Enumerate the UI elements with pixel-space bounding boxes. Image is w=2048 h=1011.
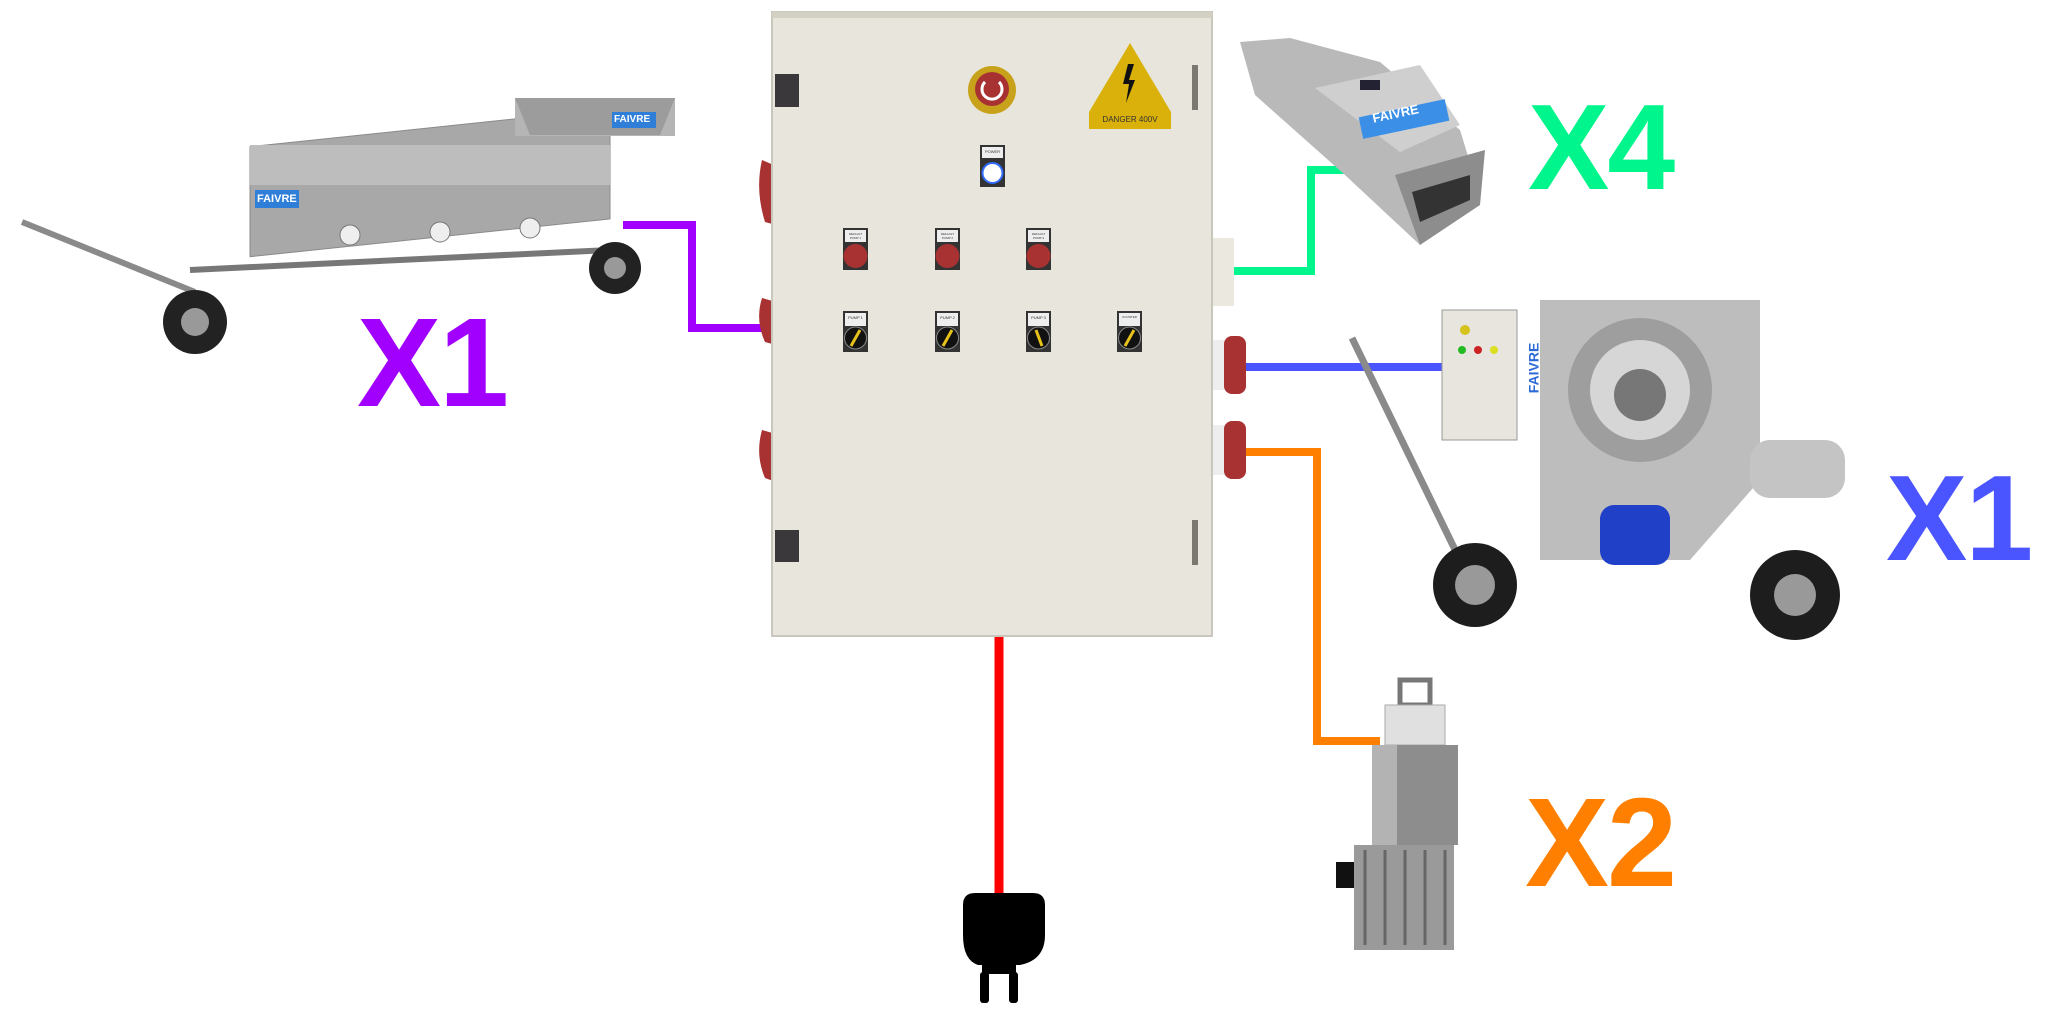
- power-label: POWER: [984, 149, 1001, 154]
- emergency-stop-button[interactable]: [968, 66, 1016, 114]
- selector-switch-counter[interactable]: [1117, 311, 1142, 352]
- selector-label-counter: COUNTER: [1122, 315, 1137, 319]
- selector-label-1: PUMP 1: [848, 315, 863, 320]
- hopper-image: [1240, 38, 1485, 245]
- hopper-quantity-label: X4: [1528, 79, 1675, 215]
- hinge: [775, 530, 799, 562]
- door-handle: [1192, 65, 1198, 110]
- selector-switch-2[interactable]: [935, 311, 960, 352]
- selector-label-2: PUMP 2: [940, 315, 955, 320]
- hinge: [775, 74, 799, 107]
- trailer-mixer-image: [20, 98, 675, 354]
- power-plug-icon: [963, 893, 1045, 1003]
- power-indicator: [980, 145, 1005, 187]
- warning-label: DANGER 400V: [1102, 115, 1158, 124]
- brand-logo: FAIVRE: [614, 114, 651, 125]
- trailer-cable: [623, 221, 770, 332]
- hopper-cable: [1232, 166, 1345, 275]
- brand-logo: FAIVRE: [1525, 342, 1542, 394]
- fault-label-1: DEFAULT PUMP 1: [848, 232, 863, 240]
- selector-switch-1[interactable]: [843, 311, 868, 352]
- pump-machine-image: [1348, 300, 1845, 640]
- high-voltage-warning-icon: [1089, 43, 1171, 129]
- submersible-pump-image: [1336, 677, 1458, 950]
- selector-switch-3[interactable]: [1026, 311, 1051, 352]
- trailer-quantity-label: X1: [357, 292, 509, 433]
- fault-button-2[interactable]: [935, 228, 960, 270]
- brand-logo: FAIVRE: [257, 193, 297, 205]
- fault-button-3[interactable]: [1026, 228, 1051, 270]
- fault-label-3: DEFAULT PUMP 3: [1031, 232, 1046, 240]
- selector-label-3: PUMP 3: [1031, 315, 1046, 320]
- submersible-cable: [1240, 448, 1380, 745]
- door-handle: [1192, 520, 1198, 565]
- right-sockets: [1212, 238, 1246, 479]
- submersible-quantity-label: X2: [1525, 772, 1677, 913]
- fault-label-2: DEFAULT PUMP 2: [940, 232, 955, 240]
- fault-button-1[interactable]: [843, 228, 868, 270]
- pump-quantity-label: X1: [1886, 450, 2033, 586]
- control-panel: [771, 11, 1213, 637]
